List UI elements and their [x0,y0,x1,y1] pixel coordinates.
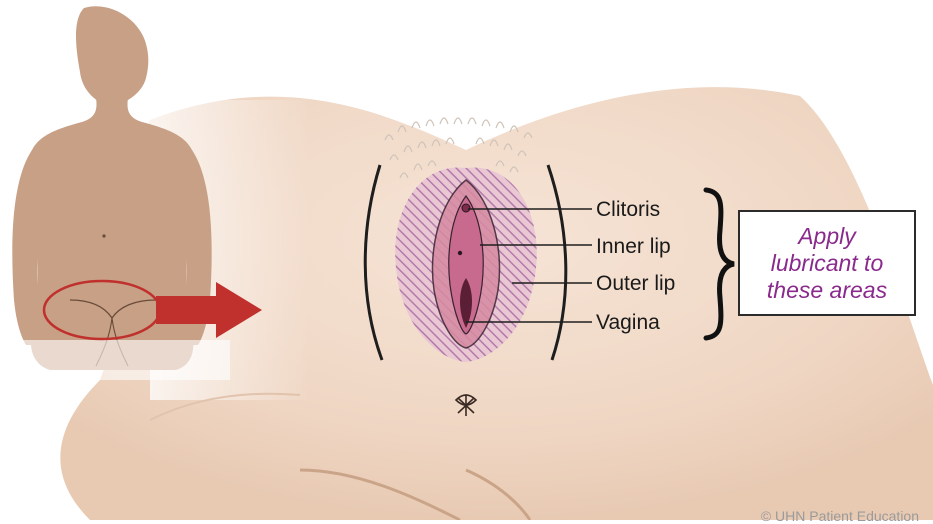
callout-line-3: these areas [767,277,887,304]
callout-line-1: Apply [798,223,856,250]
label-vagina: Vagina [596,312,660,333]
callout-line-2: lubricant to [771,250,884,277]
copyright-credit: © UHN Patient Education [761,508,919,524]
label-clitoris: Clitoris [596,199,660,220]
callout-box: Apply lubricant to these areas [738,210,916,316]
label-outer-lip: Outer lip [596,273,675,294]
label-inner-lip: Inner lip [596,236,671,257]
